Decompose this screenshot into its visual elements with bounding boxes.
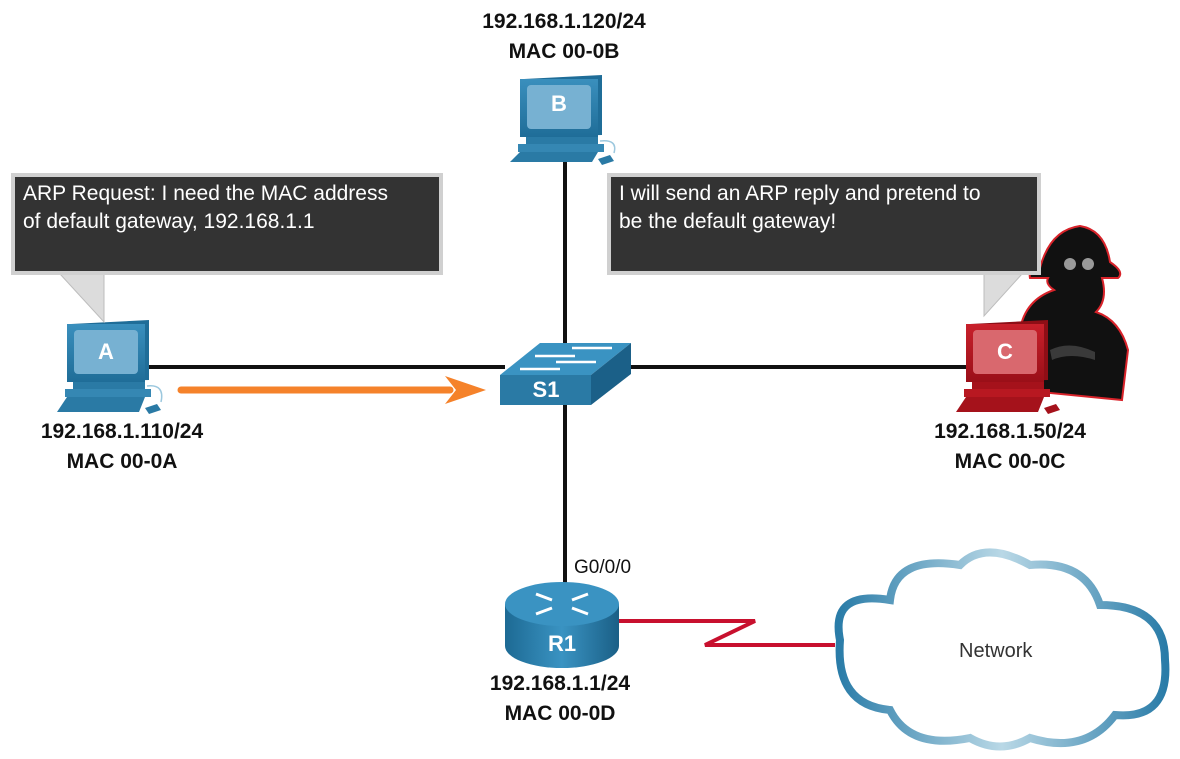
pc-c-icon[interactable] [956,320,1060,414]
router-r1-label: R1 [547,631,577,656]
pc-b-letter: B [551,91,567,116]
bubble-c-tail [983,273,1024,318]
router-r1-mac: MAC 00-0D [504,702,616,725]
arp-request-bubble: ARP Request: I need the MAC address of d… [11,173,443,275]
router-r1-ip: 192.168.1.1/24 [489,672,631,695]
pc-c-ip: 192.168.1.50/24 [934,420,1086,443]
bubble-a-line: ARP Request: I need the MAC address [23,182,388,205]
pc-a-letter: A [98,339,114,364]
bubble-a-line: of default gateway, 192.168.1.1 [23,210,315,233]
pc-a-ip: 192.168.1.110/24 [40,420,204,443]
switch-s1-icon[interactable] [500,343,631,405]
bubble-a-tail [58,273,105,324]
serial-link-r1-cloud [618,619,835,647]
arp-request-arrow [177,376,486,404]
network-cloud-label: Network [959,640,1033,662]
network-cloud-icon[interactable] [834,548,1170,751]
pc-b-mac: MAC 00-0B [508,40,620,63]
pc-a-mac: MAC 00-0A [66,450,178,473]
router-r1-icon[interactable] [505,582,619,668]
attacker-bubble: I will send an ARP reply and pretend to … [607,173,1041,275]
pc-a-icon[interactable] [57,320,163,414]
pc-c-mac: MAC 00-0C [954,450,1066,473]
switch-s1-label: S1 [532,377,560,402]
pc-b-icon[interactable] [510,75,616,165]
bubble-c-line: be the default gateway! [619,210,837,233]
router-r1-port-label: G0/0/0 [574,557,632,578]
bubble-c-line: I will send an ARP reply and pretend to [619,182,981,205]
pc-b-ip: 192.168.1.120/24 [482,10,646,33]
pc-c-letter: C [997,339,1013,364]
